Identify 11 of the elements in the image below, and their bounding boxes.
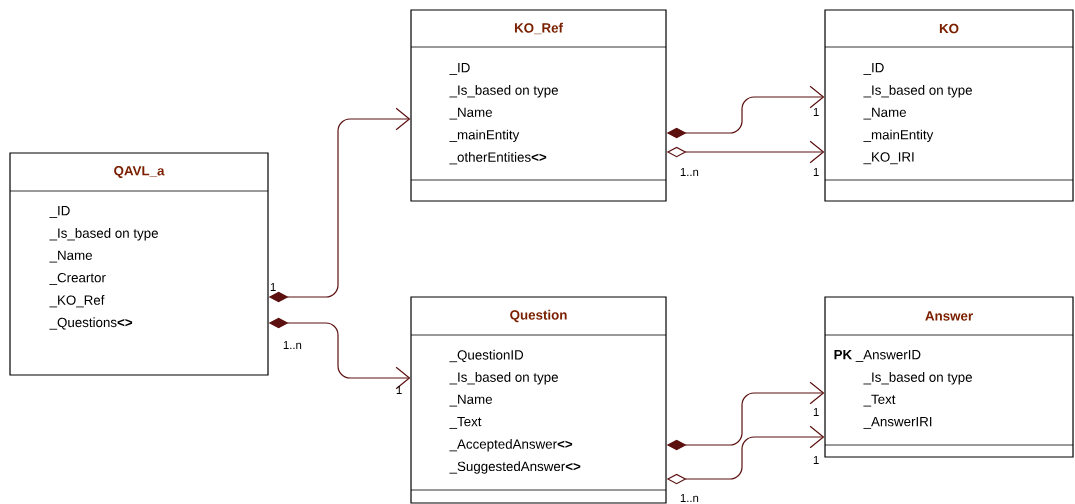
multiplicity-label: 1..n [680,494,699,502]
multiplicity-label: 1 [396,386,402,394]
multiplicity-label: 1..n [283,341,302,349]
class-box: Question _QuestionID _Is_based on type _Name _Text _AcceptedAnswer<> _SuggestedAnswer<> [410,296,667,504]
class-box: KO _ID _Is_based on type _Name _mainEntity _KO_IRI [824,9,1074,202]
class-box: KO_Ref _ID _Is_based on type _Name _mainEntity _otherEntities<> [410,9,667,202]
class-box: QAVL_a _ID _Is_based on type _Name _Creartor _KO_Ref _Questions<> [9,152,269,376]
class-box: Answer PK _AnswerID _Is_based on type _Text _AnswerIRI [824,296,1074,458]
multiplicity-label: 1..n [680,168,699,176]
multiplicity-label: 1 [813,456,819,464]
multiplicity-label: 1 [813,108,819,116]
